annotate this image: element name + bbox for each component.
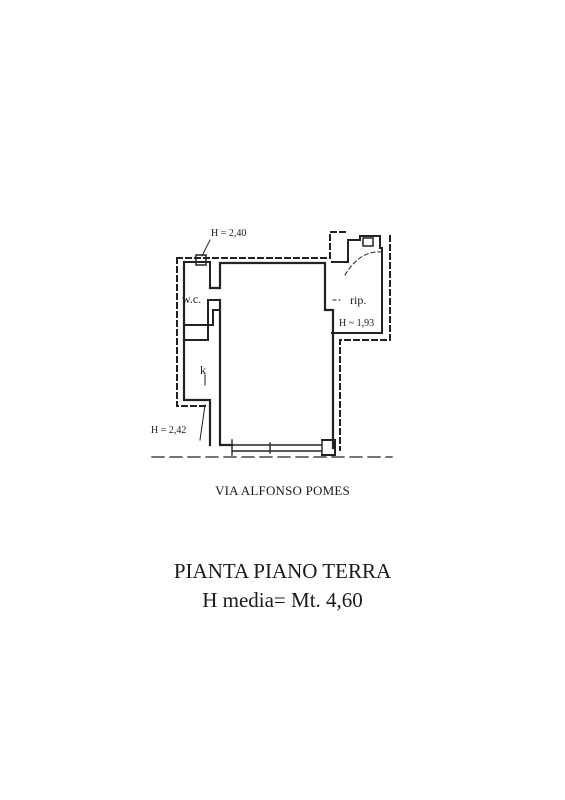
- room-label-wc: w.c.: [182, 292, 202, 306]
- wall-main-interior: [182, 260, 335, 450]
- outer-boundary-dashed: [176, 231, 391, 451]
- rip-arc: [344, 251, 383, 276]
- height-label-top: H = 2,40: [211, 228, 247, 239]
- leader-left: [199, 404, 206, 441]
- facade-pillar-right: [321, 439, 336, 456]
- height-label-left: H = 2,42: [151, 425, 187, 436]
- page-title: PIANTA PIANO TERRA: [173, 559, 392, 583]
- room-label-rip: rip.: [350, 293, 367, 307]
- shaft-top: [195, 254, 207, 266]
- page-subtitle: H media= Mt. 4,60: [202, 588, 363, 612]
- shaft-rip: [362, 237, 374, 247]
- street-name: VIA ALFONSO POMES: [215, 483, 350, 498]
- facade-opening: [231, 439, 323, 456]
- height-label-rip: H ~ 1,93: [339, 318, 375, 329]
- leader-top: [201, 239, 211, 257]
- wall-rip: [331, 235, 383, 334]
- wall-wc: [183, 261, 219, 341]
- room-label-k: k: [200, 363, 206, 377]
